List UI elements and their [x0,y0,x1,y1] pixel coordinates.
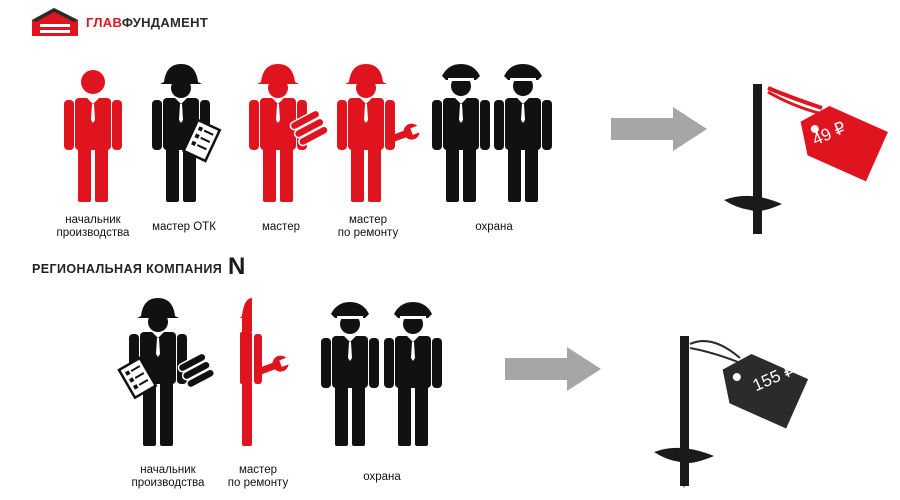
logo-part1: ГЛАВ [86,15,122,30]
label-security-top: охрана [475,221,513,233]
logo-text: ГЛАВФУНДАМЕНТ [86,15,208,30]
label-repair-master-top: мастер по ремонту [337,214,399,239]
worker-figure-repair-master [337,64,423,202]
worker-figure-head-of-production [64,70,122,202]
worker-figure-master [249,64,329,202]
worker-figure-head-of-production-bottom [117,298,216,446]
region-letter: N [228,253,246,280]
logo-part2: ФУНДАМЕНТ [121,15,209,30]
worker-figure-security-2 [494,64,552,202]
worker-figure-qc-master [152,64,222,202]
worker-figure-security-1 [432,64,490,202]
arrow-right-icon [611,107,707,151]
price-tag-red [767,86,888,182]
screw-pile-icon [724,84,782,234]
label-repair-master-bottom: мастер по ремонту [227,464,289,489]
label-qc-master: мастер ОТК [152,221,216,233]
label-head-of-production-top: начальник производства [56,214,130,239]
label-head-of-production-bottom: начальник производства [131,464,205,489]
arrow-right-icon [505,347,601,391]
logo-icon [32,8,78,36]
label-security-bottom: охрана [363,471,401,483]
screw-pile-icon [654,336,714,488]
worker-figure-security-bottom-2 [384,302,442,446]
worker-figure-repair-master-bottom [240,298,292,446]
region-title: РЕГИОНАЛЬНАЯ КОМПАНИЯ [32,262,223,276]
price-tag-dark [689,340,809,429]
label-master: мастер [262,221,300,233]
worker-figure-security-bottom-1 [321,302,379,446]
